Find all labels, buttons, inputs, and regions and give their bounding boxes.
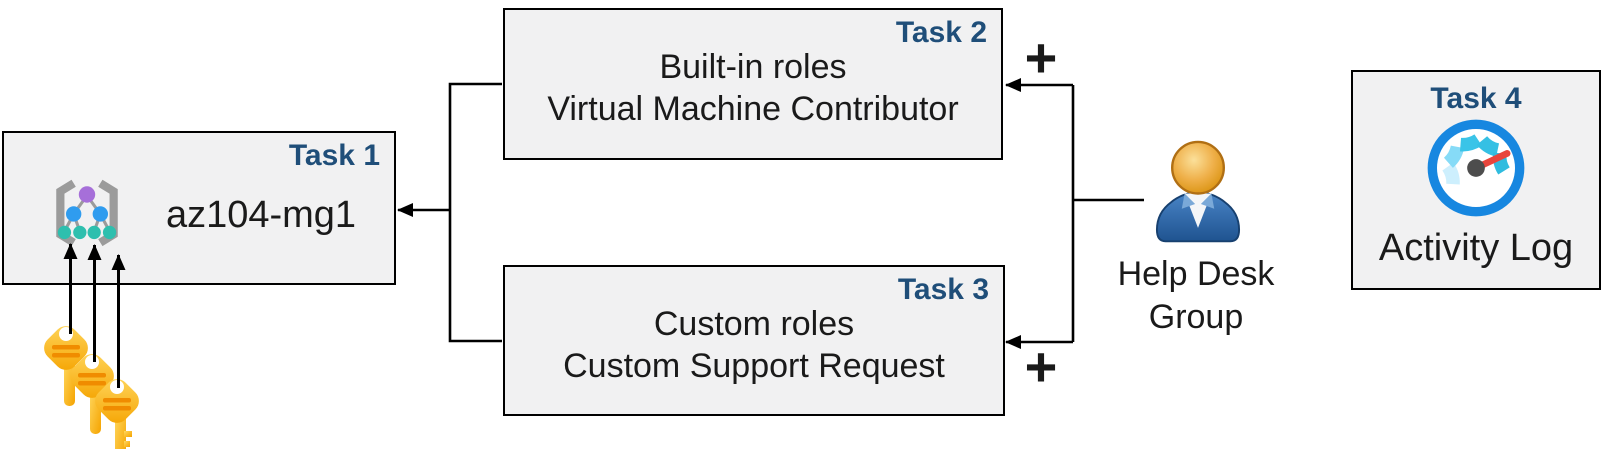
management-group-name: az104-mg1	[165, 193, 357, 236]
keys-icon	[28, 312, 160, 449]
help-desk-group-line1: Help Desk	[1117, 255, 1275, 293]
task2-label: Task 2	[895, 16, 987, 49]
task2-text: Built-in roles Virtual Machine Contribut…	[505, 46, 1001, 130]
plus-sign-top: +	[1024, 25, 1058, 89]
task3-text: Custom roles Custom Support Request	[505, 303, 1003, 387]
management-group-icon	[46, 174, 128, 261]
connector-left-bracket	[397, 82, 502, 343]
task3-label: Task 3	[897, 273, 989, 306]
task3-box: Task 3 Custom roles Custom Support Reque…	[503, 265, 1005, 416]
key-3	[95, 379, 139, 449]
task3-line2: Custom Support Request	[563, 347, 945, 385]
task2-line2: Virtual Machine Contributor	[547, 90, 959, 128]
task1-label: Task 1	[288, 139, 380, 172]
task4-box: Task 4 Activity Log	[1351, 70, 1601, 290]
activity-log-gauge-icon	[1424, 116, 1528, 225]
help-desk-group-line2: Group	[1148, 298, 1244, 336]
task4-label: Task 4	[1430, 82, 1522, 115]
task2-line1: Built-in roles	[659, 48, 847, 86]
user-icon	[1150, 140, 1246, 252]
task3-line1: Custom roles	[653, 305, 855, 343]
task1-box: Task 1	[2, 131, 396, 285]
activity-log-caption: Activity Log	[1378, 227, 1574, 269]
help-desk-group-caption: Help Desk Group	[1088, 253, 1304, 339]
plus-sign-bottom: +	[1024, 334, 1058, 398]
task1-content: az104-mg1	[4, 133, 394, 283]
task2-box: Task 2 Built-in roles Virtual Machine Co…	[503, 8, 1003, 160]
